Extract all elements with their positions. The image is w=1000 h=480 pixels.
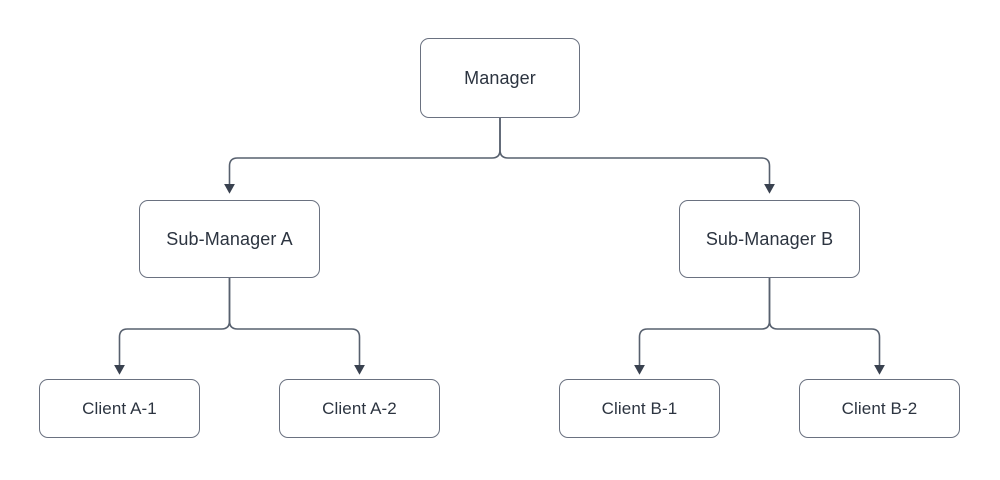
node-client-a-1-label: Client A-1 [82,399,157,418]
node-client-a-1[interactable]: Client A-1 [39,379,200,438]
node-client-b-2-label: Client B-2 [841,399,918,418]
edge-sub-b-to-client-b-1 [634,278,771,375]
node-manager[interactable]: Manager [420,38,580,118]
node-client-a-2-label: Client A-2 [322,399,397,418]
node-sub-manager-a-label: Sub-Manager A [166,229,293,249]
node-client-b-1[interactable]: Client B-1 [559,379,720,438]
edge-sub-b-to-client-b-2 [768,278,885,375]
node-sub-manager-a[interactable]: Sub-Manager A [139,200,320,278]
node-client-b-2[interactable]: Client B-2 [799,379,960,438]
node-client-a-2[interactable]: Client A-2 [279,379,440,438]
edge-manager-to-sub-a [224,118,501,194]
node-sub-manager-b[interactable]: Sub-Manager B [679,200,860,278]
edge-manager-to-sub-b [499,118,775,194]
edge-sub-a-to-client-a-2 [228,278,365,375]
node-sub-manager-b-label: Sub-Manager B [705,229,834,249]
node-client-b-1-label: Client B-1 [601,399,678,418]
edge-sub-a-to-client-a-1 [114,278,231,375]
node-manager-label: Manager [464,68,536,88]
